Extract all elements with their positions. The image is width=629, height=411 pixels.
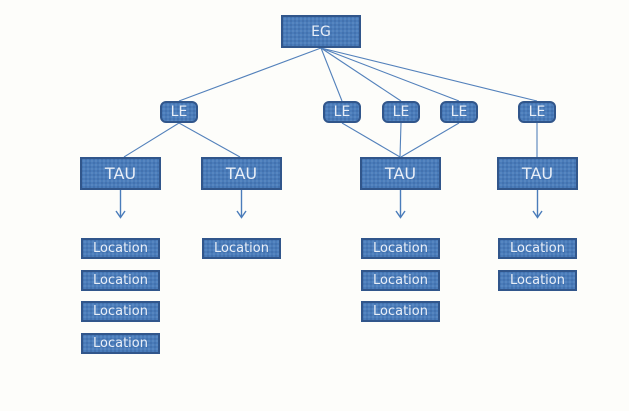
node-le-5: LE	[518, 101, 556, 123]
node-le-4: LE	[440, 101, 478, 123]
node-tau-4: TAU	[497, 157, 578, 190]
node-location-3-1: Location	[361, 238, 440, 259]
node-tau-1: TAU	[80, 157, 161, 190]
arrow-tau3-locations	[395, 190, 406, 219]
node-location-3-2: Location	[361, 270, 440, 291]
node-location-3-3: Location	[361, 301, 440, 322]
edge-le4-tau3	[400, 122, 460, 158]
edge-eg-le2	[320, 47, 343, 102]
node-location-1-2: Location	[81, 270, 160, 291]
node-location-2-1: Location	[202, 238, 281, 259]
node-le-2: LE	[323, 101, 361, 123]
node-location-1-1: Location	[81, 238, 160, 259]
edge-eg-le4	[320, 47, 460, 102]
node-tau-2: TAU	[201, 157, 282, 190]
edge-eg-le3	[320, 47, 402, 102]
edge-le1-tau1	[123, 122, 180, 158]
edge-le1-tau2	[178, 122, 241, 158]
node-location-4-2: Location	[498, 270, 577, 291]
node-location-1-4: Location	[81, 333, 160, 354]
arrow-tau4-locations	[532, 190, 543, 219]
node-location-1-3: Location	[81, 301, 160, 322]
node-location-4-1: Location	[498, 238, 577, 259]
edge-le2-tau3	[341, 122, 401, 158]
edge-le3-tau3	[399, 122, 402, 158]
arrow-tau1-locations	[115, 190, 126, 219]
edge-eg-le5	[320, 47, 538, 102]
node-tau-3: TAU	[360, 157, 441, 190]
arrow-tau2-locations	[236, 190, 247, 219]
node-eg: EG	[281, 15, 361, 48]
node-le-3: LE	[382, 101, 420, 123]
edge-eg-le1	[178, 47, 322, 102]
node-le-1: LE	[160, 101, 198, 123]
